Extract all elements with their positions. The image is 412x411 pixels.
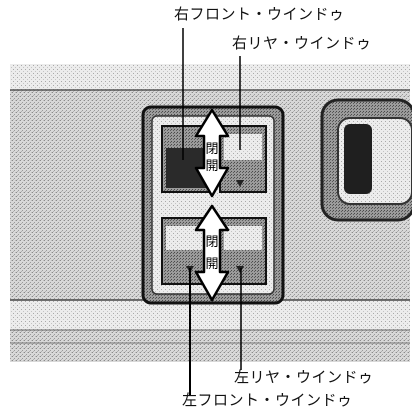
top-arrow-close-text: 閉: [205, 142, 218, 157]
right-rear-window-label: 右リヤ・ウインドゥ: [232, 34, 372, 52]
top-arrow-open-text: 開: [205, 159, 218, 174]
left-front-window-label: 左フロント・ウインドゥ: [182, 391, 353, 409]
bottom-arrow-close-text: 閉: [205, 235, 218, 250]
door-moulding: [10, 300, 410, 330]
door-handle: [344, 124, 372, 194]
right-front-window-label: 右フロント・ウインドゥ: [174, 5, 345, 23]
top-double-arrow-icon: [194, 108, 230, 198]
door-trim-top: [10, 64, 410, 90]
bottom-double-arrow-icon: [194, 204, 230, 302]
left-rear-window-label: 左リヤ・ウインドゥ: [234, 368, 374, 386]
bottom-arrow-open-text: 開: [205, 257, 218, 272]
